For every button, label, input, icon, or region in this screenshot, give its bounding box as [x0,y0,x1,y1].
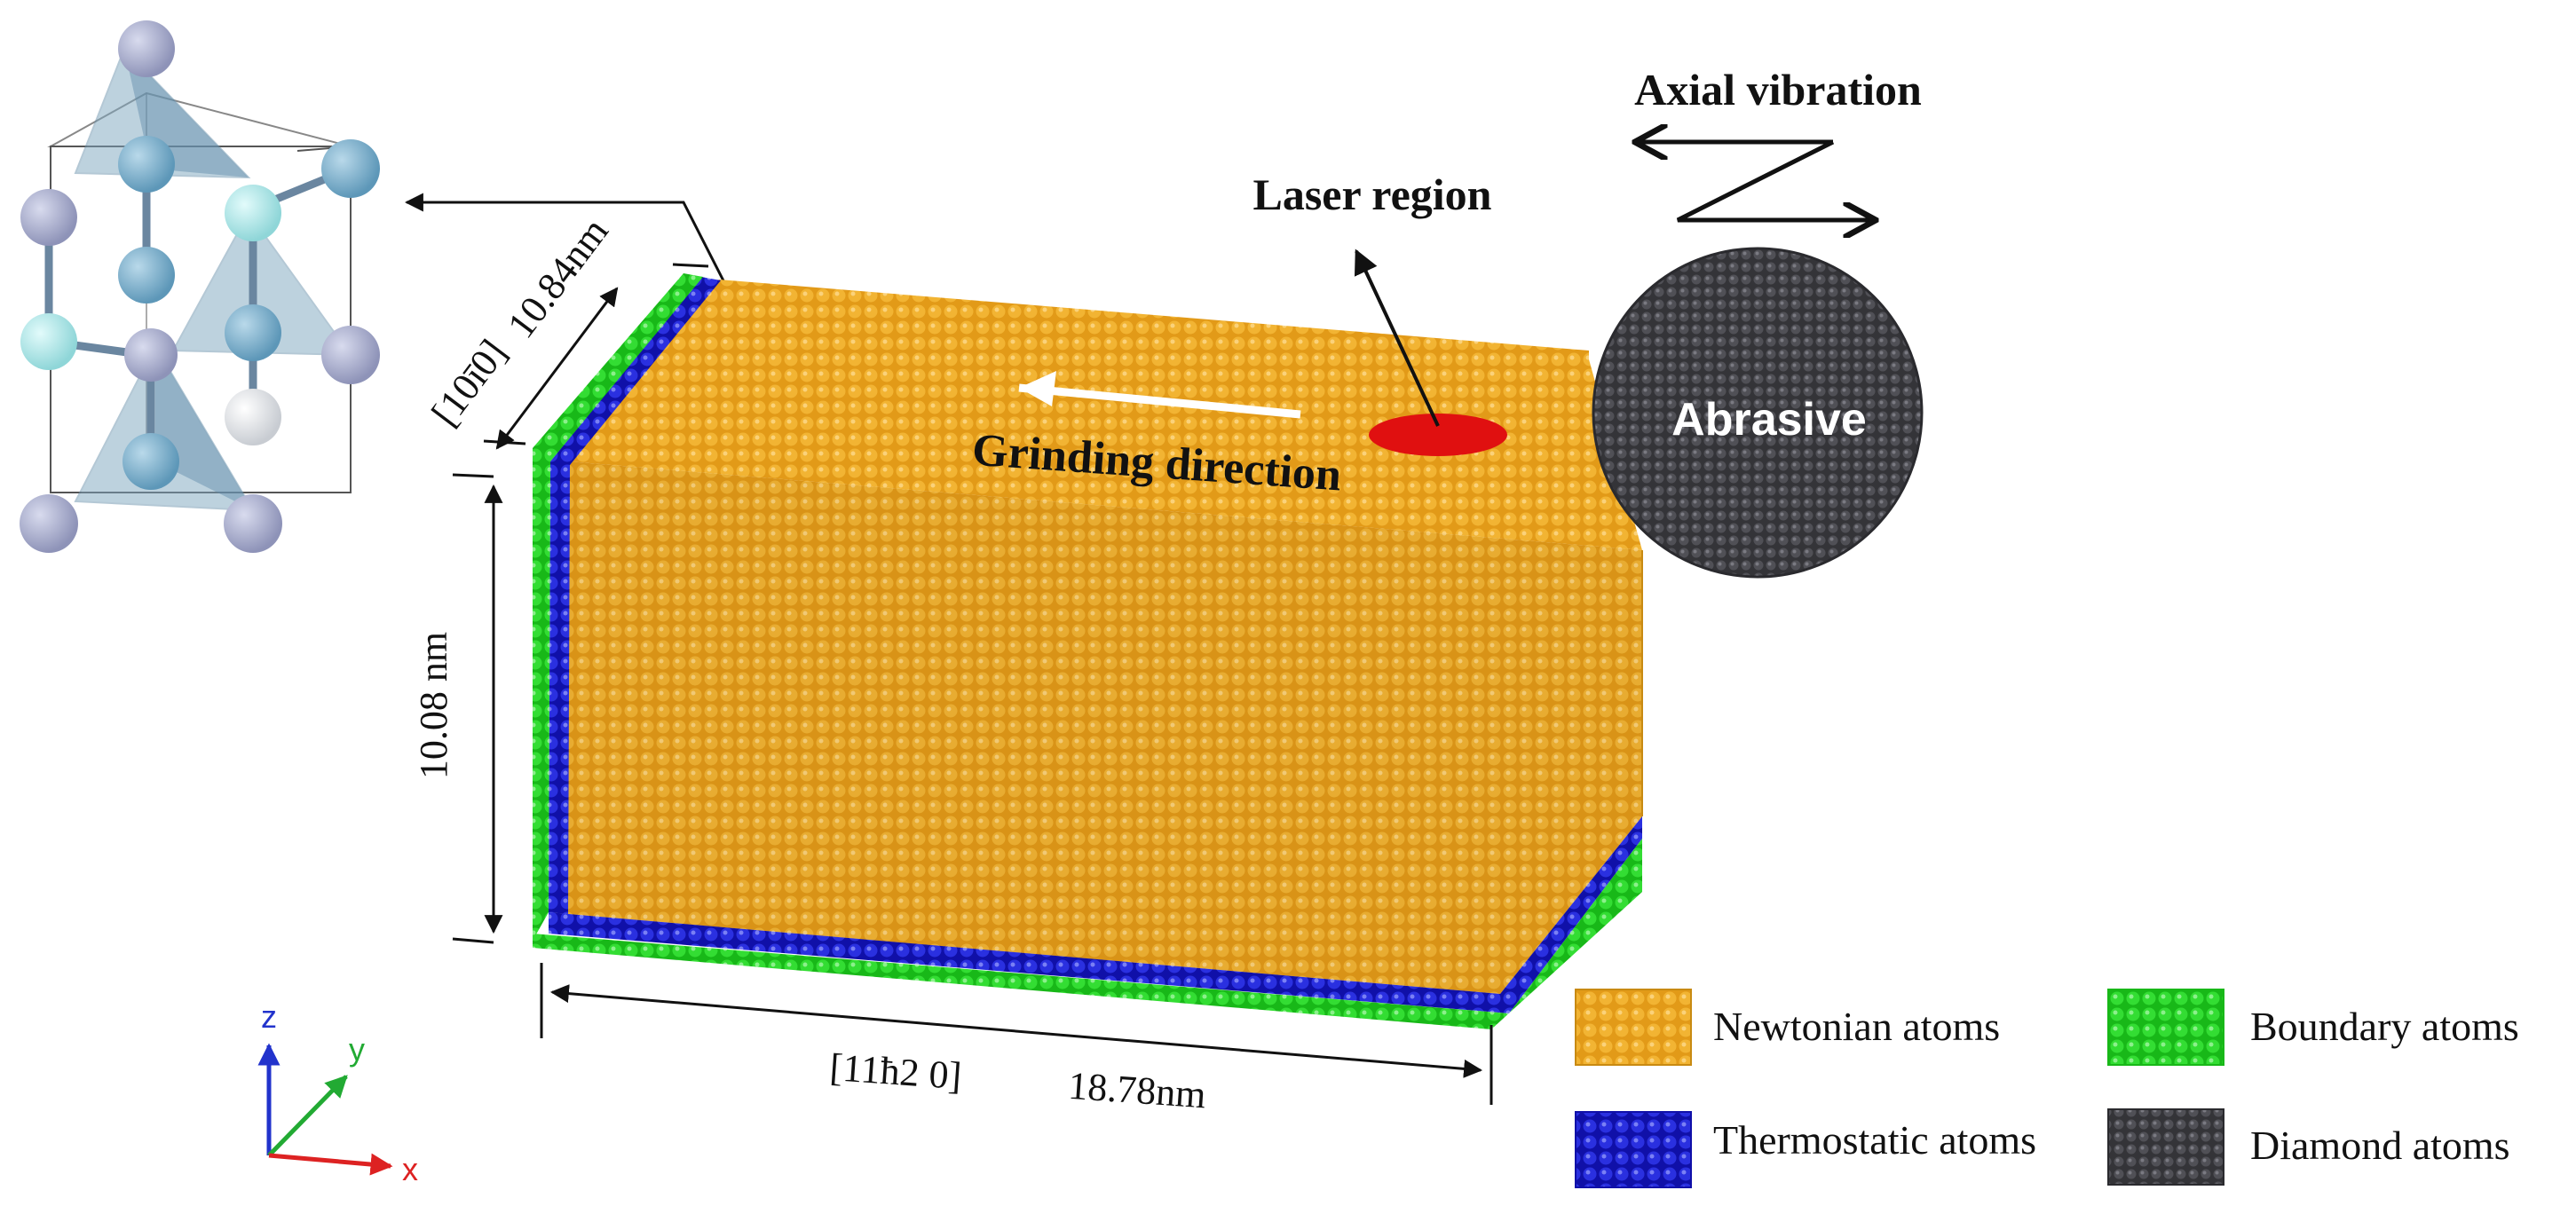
axial-vibration-label: Axial vibration [1634,65,1922,114]
dimension-width-dir: [10ī0] [423,332,515,434]
abrasive-label: Abrasive [1671,394,1867,445]
legend-label-boundary: Boundary atoms [2250,1004,2519,1049]
dimension-length-value: 18.78nm [1067,1064,1207,1117]
dimension-height-value: 10.08 nm [412,632,455,779]
legend-item-thermostatic: Thermostatic atoms [1575,1111,2036,1188]
axis-x-label: x [402,1151,418,1187]
dimension-height: 10.08 nm [412,473,503,944]
crystal-unit-cell [20,20,380,553]
legend-label-thermostatic: Thermostatic atoms [1713,1117,2036,1163]
legend: Newtonian atoms Boundary atoms Thermosta… [1575,989,2519,1188]
legend-item-diamond: Diamond atoms [2107,1108,2510,1186]
legend-label-diamond: Diamond atoms [2250,1123,2510,1168]
abrasive-sphere: Abrasive [1592,247,1924,579]
axis-z-label: z [261,998,277,1035]
axis-y-label: y [349,1031,365,1068]
dimension-length: [11ħ2 0] 18.78nm [540,963,1493,1117]
coordinate-axes: z y x [257,998,418,1187]
dimension-length-dir: [11ħ2 0] [828,1045,963,1098]
dimension-width-value: 10.84nm [499,210,617,346]
laser-region-annotation: Laser region [1253,169,1492,427]
legend-item-newtonian: Newtonian atoms [1575,989,2000,1066]
legend-label-newtonian: Newtonian atoms [1713,1004,2000,1049]
legend-item-boundary: Boundary atoms [2107,989,2519,1066]
laser-region-label: Laser region [1253,169,1492,219]
laser-region-spot [1369,414,1507,456]
workpiece-block [533,273,1643,1029]
axial-vibration-indicator: Axial vibration [1634,65,1922,220]
